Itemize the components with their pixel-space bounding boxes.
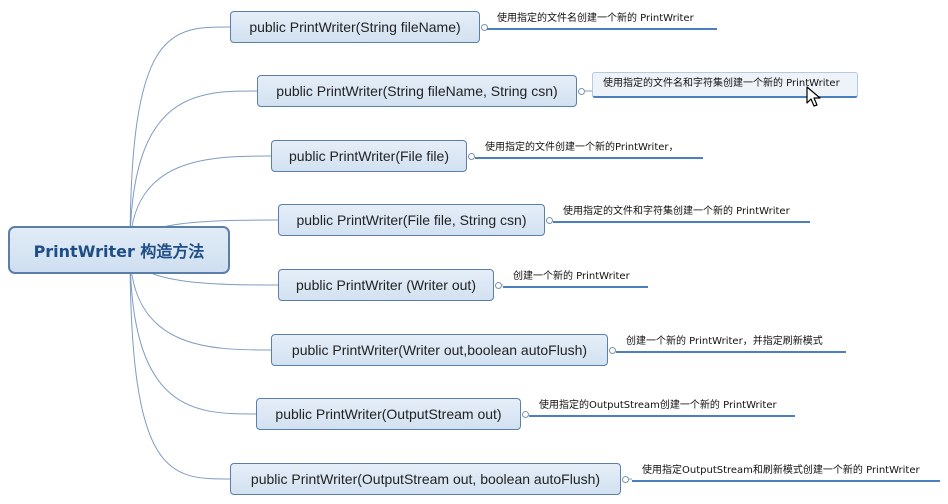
branch-topic[interactable]: public PrintWriter(Writer out,boolean au…	[271, 334, 608, 366]
branch-topic[interactable]: public PrintWriter(File file, String csn…	[278, 204, 545, 236]
branch-connector	[129, 249, 231, 480]
collapse-knob-icon[interactable]	[468, 153, 475, 160]
branch-topic[interactable]: public PrintWriter(OutputStream out, boo…	[230, 463, 621, 495]
branch-connector	[129, 26, 231, 251]
collapse-knob-icon[interactable]	[622, 476, 629, 483]
branch-topic[interactable]: public PrintWriter(OutputStream out)	[256, 398, 521, 430]
branch-note[interactable]: 使用指定的OutputStream创建一个新的 PrintWriter	[529, 399, 795, 417]
branch-topic[interactable]: public PrintWriter (Writer out)	[278, 269, 494, 301]
branch-topic[interactable]: public PrintWriter(String fileName, Stri…	[257, 75, 577, 107]
branch-note[interactable]: 使用指定OutputStream和刷新模式创建一个新的 PrintWriter	[632, 464, 940, 482]
branch-topic[interactable]: public PrintWriter(File file)	[271, 140, 467, 172]
branch-topic-label: public PrintWriter(String fileName, Stri…	[276, 83, 558, 99]
branch-note[interactable]: 创建一个新的 PrintWriter，并指定刷新模式	[616, 335, 846, 353]
branch-note[interactable]: 使用指定的文件名创建一个新的 PrintWriter	[487, 12, 717, 30]
branch-topic-label: public PrintWriter(String fileName)	[249, 19, 461, 35]
branch-note[interactable]: 使用指定的文件创建一个新的PrintWriter，	[475, 141, 703, 159]
collapse-knob-icon[interactable]	[546, 217, 553, 224]
branch-topic-label: public PrintWriter(OutputStream out)	[275, 406, 502, 422]
branch-topic-label: public PrintWriter(Writer out,boolean au…	[291, 342, 588, 358]
collapse-knob-icon[interactable]	[609, 347, 616, 354]
branch-topic[interactable]: public PrintWriter(String fileName)	[230, 11, 480, 43]
collapse-knob-icon[interactable]	[495, 282, 502, 289]
mouse-pointer-icon	[806, 86, 821, 107]
branch-connector	[129, 90, 258, 251]
branch-connector	[129, 249, 257, 415]
root-topic[interactable]: PrintWriter 构造方法	[8, 226, 230, 274]
branch-topic-label: public PrintWriter (Writer out)	[296, 277, 476, 293]
branch-topic-label: public PrintWriter(File file, String csn…	[296, 212, 527, 228]
branch-topic-label: public PrintWriter(OutputStream out, boo…	[250, 471, 601, 487]
branch-topic-label: public PrintWriter(File file)	[289, 148, 449, 164]
collapse-knob-icon[interactable]	[578, 88, 585, 95]
branch-connector	[129, 249, 272, 351]
collapse-knob-icon[interactable]	[481, 24, 488, 31]
branch-note[interactable]: 使用指定的文件和字符集创建一个新的 PrintWriter	[553, 205, 810, 223]
branch-connector	[129, 155, 272, 251]
root-topic-label: PrintWriter 构造方法	[33, 242, 205, 261]
branch-note[interactable]: 创建一个新的 PrintWriter	[503, 270, 648, 288]
collapse-knob-icon[interactable]	[522, 411, 529, 418]
